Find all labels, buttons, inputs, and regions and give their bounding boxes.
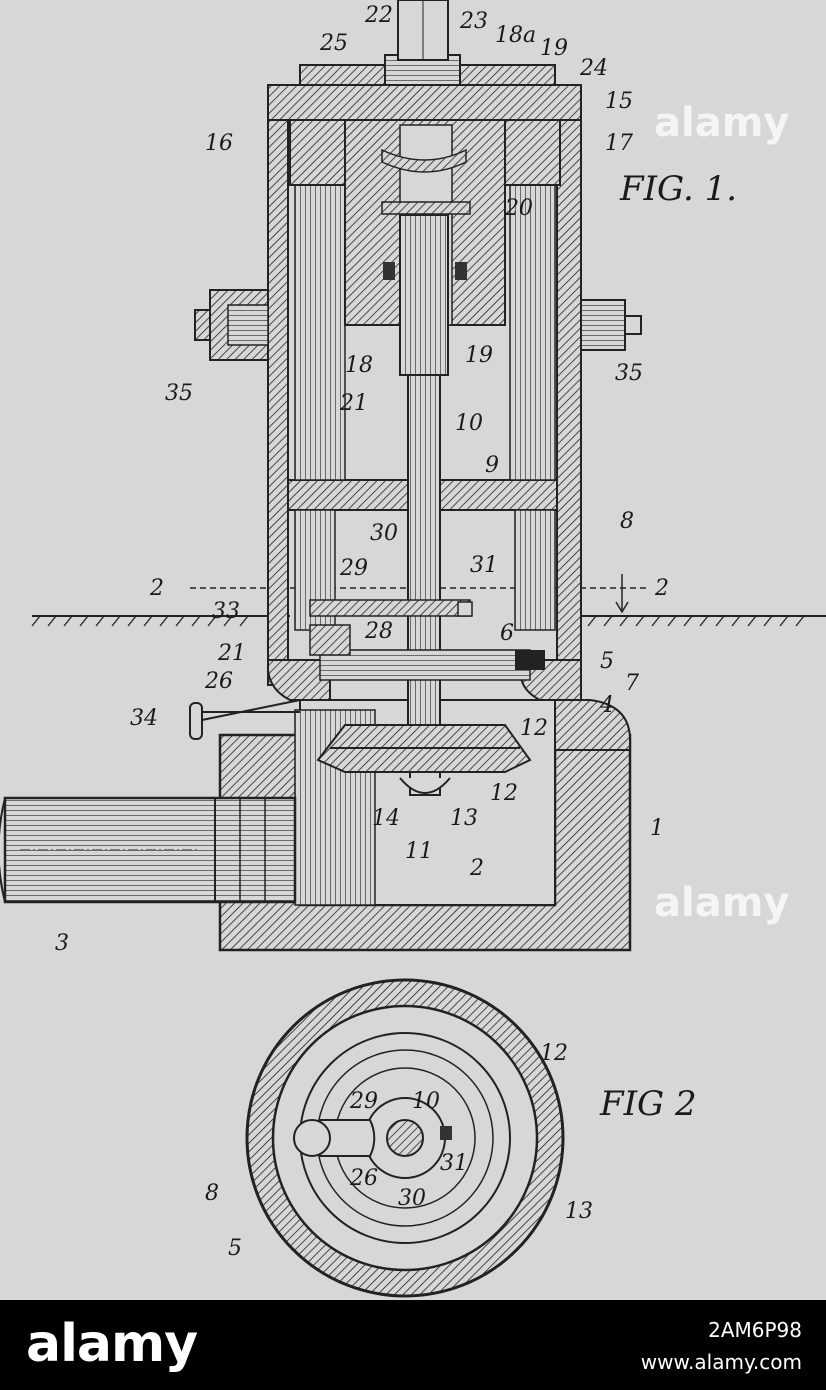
label-19-top: 19: [540, 36, 568, 61]
label-23: 23: [459, 9, 488, 34]
label-11: 11: [405, 839, 433, 864]
fig2-label-31: 31: [440, 1151, 468, 1176]
label-34: 34: [130, 706, 158, 731]
watermark-bottom: alamy: [654, 880, 790, 926]
label-16: 16: [205, 131, 233, 156]
label-26: 26: [204, 669, 233, 694]
label-29: 29: [339, 556, 368, 581]
watermark-top: alamy: [654, 100, 790, 146]
inlet-pipe: [0, 796, 297, 904]
disc-valve: [316, 724, 532, 794]
label-2-housing: 2: [469, 856, 484, 881]
footer-logo[interactable]: alamy: [26, 1314, 198, 1374]
label-17: 17: [605, 131, 633, 156]
label-30: 30: [370, 521, 398, 546]
label-2-right: 2: [654, 576, 669, 601]
valve-seat: [267, 599, 582, 701]
label-3: 3: [55, 931, 69, 956]
figure-2-title: FIG 2: [599, 1084, 697, 1124]
label-1: 1: [650, 816, 664, 841]
label-18: 18: [345, 353, 373, 378]
figure-1-title: FIG. 1.: [619, 169, 737, 209]
label-12-top: 12: [520, 716, 548, 741]
label-21-upper: 21: [339, 391, 368, 416]
label-5: 5: [600, 649, 614, 674]
label-14: 14: [372, 806, 400, 831]
label-9: 9: [485, 453, 499, 478]
label-35-left: 35: [165, 381, 193, 406]
label-22: 22: [364, 3, 393, 28]
label-33: 33: [212, 599, 240, 624]
fig2-label-29: 29: [349, 1089, 378, 1114]
side-plugs: [194, 289, 642, 361]
label-18a: 18a: [495, 23, 536, 48]
label-4: 4: [599, 693, 614, 718]
label-8: 8: [620, 509, 634, 534]
footer-bar: alamy 2AM6P98 www.alamy.com: [0, 1300, 826, 1390]
label-15: 15: [605, 89, 633, 114]
fig2-label-5: 5: [228, 1236, 242, 1261]
fig2-label-10: 10: [412, 1089, 440, 1114]
label-24: 24: [579, 56, 608, 81]
label-28: 28: [364, 619, 393, 644]
label-7: 7: [625, 671, 639, 696]
site-url[interactable]: www.alamy.com: [640, 1350, 802, 1374]
handle: [189, 699, 301, 740]
top-cap: [267, 0, 582, 121]
label-35-right: 35: [615, 361, 643, 386]
label-21-lower: 21: [217, 641, 246, 666]
label-2-left: 2: [149, 576, 164, 601]
label-20: 20: [504, 196, 533, 221]
fig2-label-26: 26: [349, 1166, 378, 1191]
drawing-area: FIG. 1. FIG 2 22 23 25 18a 19 24 15 16 1…: [0, 0, 826, 1298]
fig2-label-13: 13: [565, 1199, 593, 1224]
fig2-label-8: 8: [205, 1181, 219, 1206]
ground-line: [31, 615, 826, 627]
label-12-bottom: 12: [490, 781, 518, 806]
label-31: 31: [470, 553, 498, 578]
label-13: 13: [450, 806, 478, 831]
fig2-label-12: 12: [540, 1041, 568, 1066]
label-19: 19: [465, 343, 493, 368]
label-6: 6: [500, 621, 514, 646]
valve-stem: [399, 214, 449, 796]
label-25: 25: [319, 31, 348, 56]
image-id: 2AM6P98: [708, 1318, 802, 1342]
label-10: 10: [455, 411, 483, 436]
patent-drawing: FIG. 1. FIG 2 22 23 25 18a 19 24 15 16 1…: [0, 0, 826, 1298]
fig2-label-30: 30: [398, 1186, 426, 1211]
figure-2-section: [245, 978, 565, 1298]
